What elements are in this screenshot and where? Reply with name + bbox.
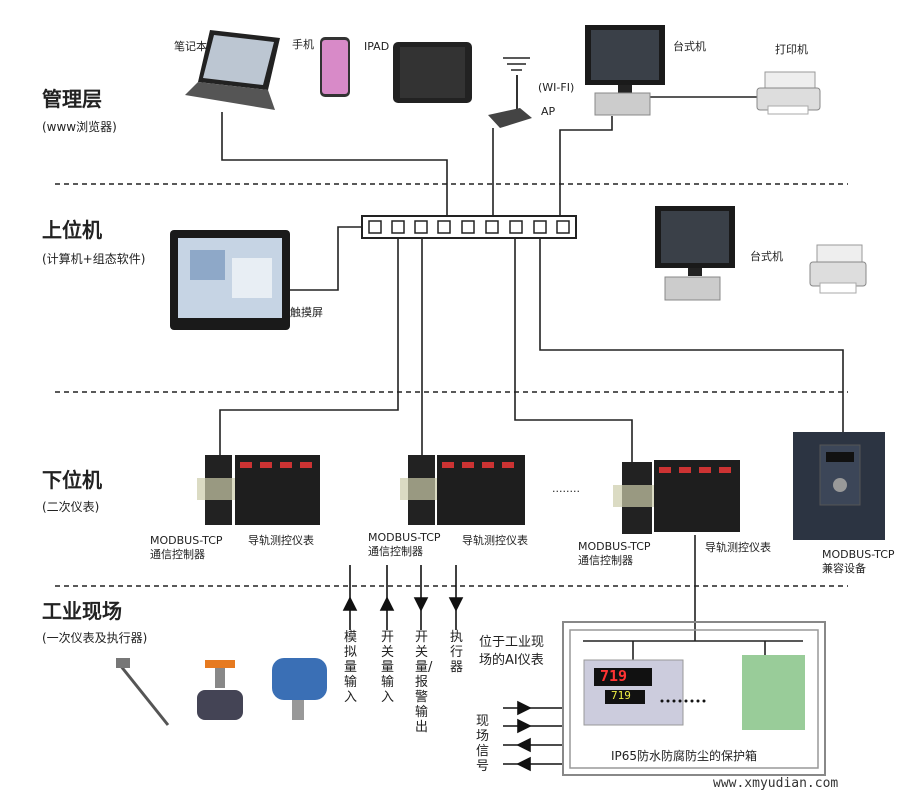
wifi-label: (WI-FI) [538, 81, 575, 94]
signal-label-actuator: 执行器 [450, 630, 464, 675]
layer-title-host: 上位机 [42, 218, 102, 242]
layer-subtitle-lower: (二次仪表) [42, 500, 100, 514]
layer-dividers [55, 183, 848, 587]
host-desktop-label: 台式机 [750, 250, 783, 263]
controller-label-line1: MODBUS-TCP [368, 531, 441, 544]
laptop-image [185, 30, 280, 110]
ellipsis: ........ [552, 482, 580, 495]
controller-group-2 [400, 455, 525, 525]
watermark-url: www.xmyudian.com [713, 776, 839, 791]
meters-label-2: 导轨测控仪表 [462, 534, 528, 547]
layer-subtitle-field: (一次仪表及执行器) [42, 631, 148, 645]
signal-label-digital-input: 开关量输入 [381, 630, 395, 705]
protection-box-label: IP65防水防腐防尘的保护箱 [611, 749, 758, 763]
controller-label-line2: 通信控制器 [150, 548, 205, 562]
phone-image [320, 37, 350, 97]
ipad-label: IPAD [364, 40, 390, 53]
layer-title-field: 工业现场 [42, 599, 122, 623]
network-switch [361, 215, 577, 239]
controller-label-line2: 通信控制器 [578, 554, 633, 568]
signal-label-analog-input: 模拟量输入 [344, 630, 358, 705]
meter-display: 719 [600, 667, 628, 685]
meters-label-1: 导轨测控仪表 [248, 534, 314, 547]
layer-title-management: 管理层 [42, 87, 102, 111]
tablet-image [393, 42, 472, 103]
meter-display-secondary: 719 [611, 689, 631, 702]
pressure-transmitter-image [272, 658, 327, 720]
level-probe-image [116, 658, 170, 726]
ai-meter-label: 位于工业现场的AI仪表 [479, 635, 545, 668]
meters-label-3: 导轨测控仪表 [705, 541, 771, 554]
protection-box [562, 621, 826, 776]
controller-group-1 [197, 455, 320, 525]
compatible-line1: MODBUS-TCP [822, 548, 895, 561]
vfd-device-image [793, 432, 885, 540]
printer-image [756, 71, 821, 115]
signal-label-digital-alarm-output: 开关量/报警输出 [415, 630, 433, 735]
touchscreen-image [170, 230, 290, 330]
phone-label: 手机 [292, 38, 314, 51]
connection-lines [219, 96, 844, 660]
ap-label: AP [541, 105, 556, 118]
desktop-label: 台式机 [673, 40, 706, 53]
field-signal-label: 现场信号 [476, 714, 490, 774]
layer-subtitle-management: (www浏览器) [42, 120, 117, 134]
signal-arrows [342, 565, 563, 772]
compatible-line2: 兼容设备 [822, 562, 866, 576]
printer-image [809, 244, 867, 294]
controller-label-line1: MODBUS-TCP [578, 540, 651, 553]
wifi-ap-image [488, 57, 532, 128]
controller-label-line1: MODBUS-TCP [150, 534, 223, 547]
controller-label-line2: 通信控制器 [368, 545, 423, 559]
layer-title-lower: 下位机 [42, 468, 102, 492]
layer-subtitle-host: (计算机+组态软件) [42, 252, 146, 266]
controller-group-3 [613, 460, 740, 534]
printer-label: 打印机 [775, 43, 808, 56]
laptop-label: 笔记本 [174, 40, 207, 53]
valve-image [197, 660, 243, 720]
desktop-computer-image [585, 25, 665, 116]
touchscreen-label: 触摸屏 [290, 306, 323, 319]
desktop-computer-image [655, 206, 735, 301]
